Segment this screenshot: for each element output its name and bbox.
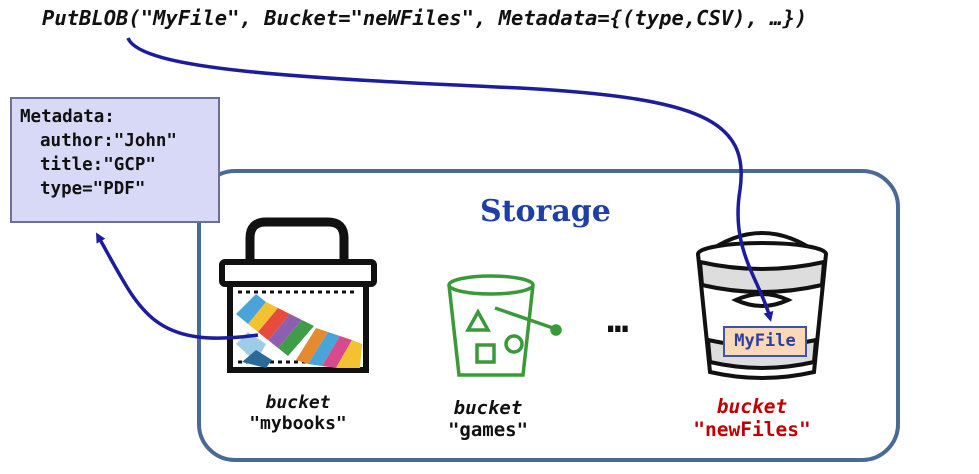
metadata-line-author: author:"John" <box>40 131 177 151</box>
bucket-label-mybooks: bucket "mybooks" <box>240 392 356 434</box>
storage-title: Storage <box>480 194 611 229</box>
bucket-word: bucket <box>716 395 788 418</box>
metadata-line-title: title:"GCP" <box>40 155 156 175</box>
metadata-box: Metadata: author:"John" title:"GCP" type… <box>10 97 220 223</box>
file-label: MyFile <box>723 326 807 357</box>
books-icon <box>236 294 362 368</box>
arrow-putblob <box>126 37 774 322</box>
bucket-word: bucket <box>265 392 331 413</box>
ellipsis: … <box>607 300 631 341</box>
metadata-line-type: type="PDF" <box>40 179 146 199</box>
metadata-header: Metadata: <box>20 107 115 127</box>
bucket-label-games: bucket "games" <box>428 397 548 441</box>
bucket-name: "games" <box>447 419 529 441</box>
bucket-name: "mybooks" <box>249 413 347 434</box>
bucket-shapes-icon <box>447 274 562 377</box>
bucket-name: "newFiles" <box>693 418 811 441</box>
arrow-metadata <box>96 232 259 340</box>
bucket-label-newfiles: bucket "newFiles" <box>676 395 828 441</box>
storage-container <box>197 169 900 462</box>
bucket-word: bucket <box>453 397 523 419</box>
api-call-text: PutBLOB("MyFile", Bucket="neWFiles", Met… <box>42 6 808 30</box>
